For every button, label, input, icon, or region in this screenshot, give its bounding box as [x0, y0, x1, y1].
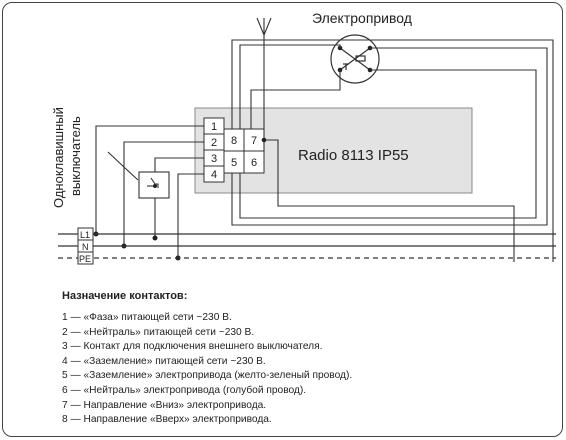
terminal-3-label: 3 [211, 153, 217, 165]
antenna-symbol [256, 17, 272, 97]
legend-list: 1 — «Фаза» питающей сети ~230 В. 2 — «Не… [62, 311, 532, 428]
bus-label-n: N [82, 242, 89, 252]
terminal-4-label: 4 [211, 169, 217, 181]
terminal-5-label: 5 [231, 157, 237, 169]
power-buses [58, 233, 556, 259]
legend-item: 6 — «Нейтраль» электропривода (голубой п… [62, 384, 307, 396]
terminal-2-label: 2 [211, 137, 217, 149]
bus-label-pe: PE [79, 254, 91, 264]
bus-label-l1: L1 [80, 230, 90, 240]
device-label: Radio 8113 IP55 [298, 147, 409, 164]
legend-item: 5 — «Заземление» электропривода (желто-з… [62, 370, 353, 382]
legend-item: 7 — Направление «Вниз» электропривода. [62, 399, 267, 411]
actuator-symbol [330, 34, 380, 84]
switch-label-line2: выключатель [68, 116, 83, 196]
bus-label-boxes [77, 227, 94, 265]
actuator-label: Электропривод [312, 10, 412, 26]
legend-item: 1 — «Фаза» питающей сети ~230 В. [62, 312, 232, 323]
legend-item: 4 — «Заземление» питающей сети ~230 В. [62, 355, 266, 367]
terminal-6-label: 6 [251, 157, 257, 169]
contacts-legend: Назначение контактов: 1 — «Фаза» питающе… [62, 290, 532, 428]
terminal-7-label: 7 [251, 135, 257, 147]
legend-title: Назначение контактов: [62, 290, 188, 302]
legend-item: 8 — Направление «Вверх» электропривода. [62, 414, 272, 426]
legend-item: 3 — Контакт для подключения внешнего вык… [62, 341, 323, 353]
terminal-8-label: 8 [231, 135, 237, 147]
terminal-block-left [203, 117, 225, 183]
legend-item: 2 — «Нейтраль» питающей сети ~230 В. [62, 326, 255, 338]
terminal-1-label: 1 [211, 121, 217, 133]
switch-label-line1: Одноклавишный [51, 107, 66, 208]
